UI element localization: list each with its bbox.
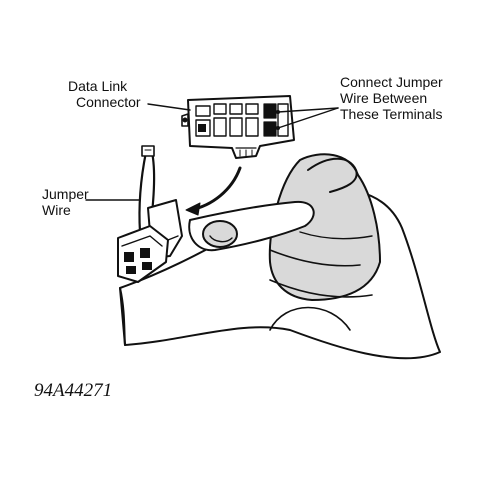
label-jumper-line1: Jumper: [42, 186, 89, 202]
label-terminals-line3: These Terminals: [340, 106, 443, 122]
label-jumper-line2: Wire: [42, 202, 71, 218]
label-terminals-line2: Wire Between: [340, 90, 428, 106]
connector-plug: [117, 199, 183, 283]
hand-illustration: [119, 153, 441, 360]
pointer-arrows: [85, 103, 339, 216]
data-link-connector: [181, 95, 295, 159]
label-data-link-line2: Connector: [76, 94, 141, 110]
label-data-link-line1: Data Link: [68, 78, 128, 94]
label-terminals-line1: Connect Jumper: [340, 74, 443, 90]
figure-code: 94A44271: [34, 380, 113, 401]
